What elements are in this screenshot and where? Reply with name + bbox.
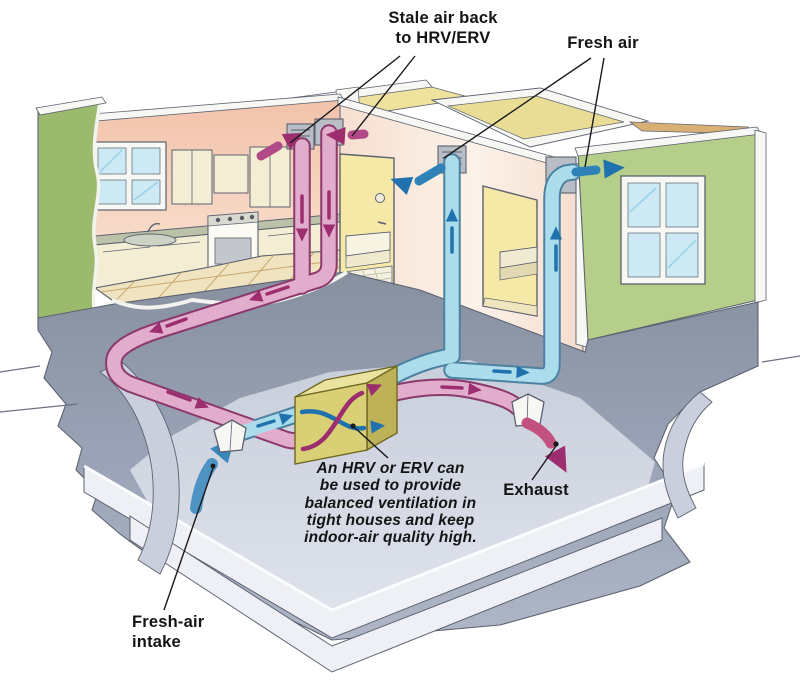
leader-fresh-1: [443, 57, 592, 159]
caption-line1: An HRV or ERV can: [316, 460, 465, 477]
label-fresh-air-intake-line2: intake: [132, 633, 181, 652]
label-stale-air: Stale air back to HRV/ERV: [358, 8, 528, 48]
duct-flow-arrows: [147, 190, 562, 428]
intake-hood: [213, 419, 247, 453]
cut-foundation-wall-right: [662, 391, 713, 519]
label-fresh-air-intake-line1: Fresh-air: [132, 613, 205, 631]
right-exterior-wall: [574, 126, 767, 341]
label-stale-air-line2: to HRV/ERV: [395, 29, 491, 48]
left-exterior-wall: [35, 96, 107, 327]
leader-exhaust: [531, 445, 557, 481]
leader-lines: [163, 55, 605, 611]
room-vent-arrows: [256, 124, 626, 196]
stale-vent-arrow-kitchen: [256, 124, 308, 161]
kitchen-sink: [123, 233, 177, 247]
caption-hrv: An HRV or ERV can be used to provide bal…: [288, 460, 493, 547]
fresh-vent-arrow-right: [571, 157, 626, 179]
cut-foundation-wall-left: [99, 361, 180, 575]
label-exhaust: Exhaust: [503, 481, 569, 499]
kitchen-faucet: [147, 222, 161, 233]
leader-caption: [353, 426, 389, 459]
label-fresh-air-intake: Fresh-air intake: [132, 612, 232, 652]
label-fresh-air: Fresh air: [567, 34, 639, 52]
tub-spout: [377, 221, 387, 225]
bedroom-door: [482, 185, 538, 317]
leader-stale-2: [351, 55, 416, 137]
caption-line4: tight houses and keep: [306, 512, 475, 530]
label-stale-air-line1: Stale air back: [388, 9, 498, 27]
caption-line3: balanced ventilation in: [304, 494, 477, 512]
fresh-vent-arrow-mid: [387, 163, 446, 196]
right-window: [620, 175, 706, 285]
caption-line2: be used to provide: [319, 477, 462, 495]
leader-intake: [163, 467, 214, 611]
grade-lines: [0, 355, 800, 413]
shower-valve: [375, 193, 385, 203]
fresh-air-intake-arrow: [190, 429, 244, 514]
exhaust-arrow: [521, 417, 577, 479]
kitchen-window: [91, 141, 167, 211]
leader-fresh-2: [584, 57, 605, 168]
kitchen-upper-cabinets: [171, 146, 291, 208]
caption-line5: indoor-air quality high.: [304, 529, 477, 547]
bathroom-door: [339, 153, 395, 301]
footing-edge: [129, 515, 663, 673]
leader-stale-1: [289, 55, 401, 144]
heat-exchange-arrows: [299, 378, 386, 452]
hrv-unit: [294, 364, 398, 465]
stale-vent-arrow-bath: [324, 125, 369, 145]
